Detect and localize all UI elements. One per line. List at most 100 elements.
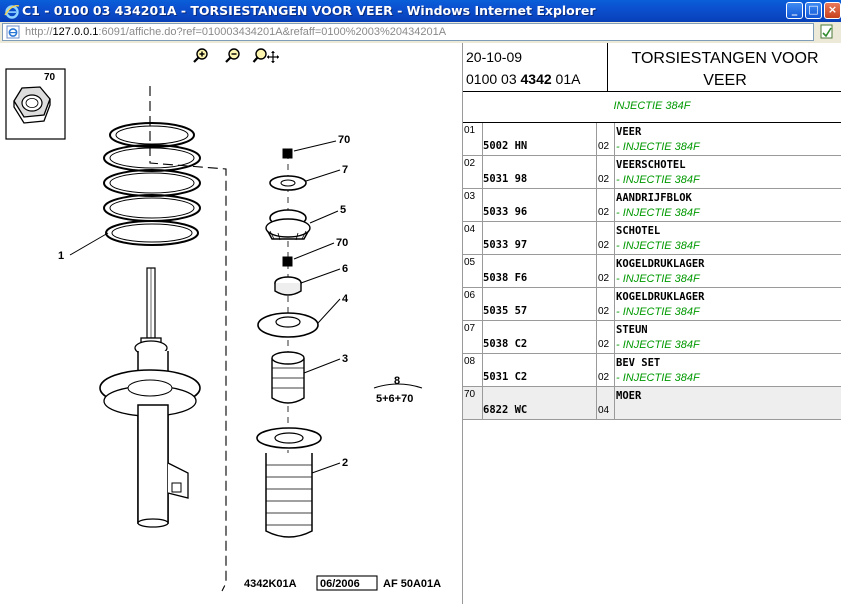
part-name: BEV SET [616, 357, 661, 369]
close-button[interactable]: × [824, 2, 841, 19]
part-name: VEER [616, 126, 642, 138]
row-number: 01 [464, 125, 476, 136]
part-quantity: 02 [598, 240, 610, 251]
table-row[interactable]: 07 5038 C2 02 STEUN - INJECTIE 384F [463, 321, 841, 354]
url-prefix: http:// [25, 26, 53, 38]
address-bar: http://127.0.0.1:6091/affiche.do?ref=010… [0, 22, 841, 44]
part-reference[interactable]: 5002 HN [483, 140, 528, 152]
zoom-in-icon[interactable] [192, 47, 210, 65]
ref-prefix: 0100 03 [466, 71, 517, 87]
row-number: 02 [464, 158, 476, 169]
part-note: - INJECTIE 384F [616, 141, 700, 153]
ref-bold: 4342 [520, 71, 552, 87]
part-name: KOGELDRUKLAGER [616, 258, 705, 270]
callout-70-a[interactable]: 70 [338, 134, 350, 146]
part-reference[interactable]: 5035 57 [483, 305, 528, 317]
subheader: INJECTIE 384F [463, 92, 841, 123]
part-note: - INJECTIE 384F [616, 372, 700, 384]
maximize-icon: □ [808, 3, 819, 16]
part-name: STEUN [616, 324, 648, 336]
row-number: 04 [464, 224, 476, 235]
callout-70-b[interactable]: 70 [336, 237, 348, 249]
header-reference: 0100 03 4342 01A [466, 71, 580, 87]
part-note: - INJECTIE 384F [616, 207, 700, 219]
part-quantity: 02 [598, 339, 610, 350]
table-row[interactable]: 70 6822 WC 04 MOER [463, 387, 841, 420]
nut-inset: 70 [5, 68, 66, 140]
row-number: 08 [464, 356, 476, 367]
shock-absorber-drawing [99, 267, 201, 528]
row-number: 70 [464, 389, 476, 400]
window-title-bar[interactable]: C1 - 0100 03 434201A - TORSIESTANGEN VOO… [0, 0, 841, 22]
address-url[interactable]: http://127.0.0.1:6091/affiche.do?ref=010… [25, 25, 446, 39]
row-number: 03 [464, 191, 476, 202]
table-row[interactable]: 08 5031 C2 02 BEV SET- INJECTIE 384F [463, 354, 841, 387]
table-row[interactable]: 04 5033 97 02 SCHOTEL - INJECTIE 384F [463, 222, 841, 255]
part-quantity: 02 [598, 141, 610, 152]
callout-3[interactable]: 3 [342, 353, 348, 365]
callout-2[interactable]: 2 [342, 457, 348, 469]
exploded-view-drawing: 70 [5, 68, 441, 592]
callout-inset-70: 70 [44, 72, 56, 83]
parts-table: 01 5002 HN 02 VEER - INJECTIE 384F 02 503… [463, 123, 841, 420]
table-row[interactable]: 02 5031 98 02 VEERSCHOTEL- INJECTIE 384F [463, 156, 841, 189]
drawing-date: 06/2006 [320, 578, 360, 590]
part-name: AANDRIJFBLOK [616, 192, 692, 204]
address-field[interactable]: http://127.0.0.1:6091/affiche.do?ref=010… [2, 23, 814, 41]
table-row[interactable]: 06 5035 57 02 KOGELDRUKLAGER - INJECTIE 3… [463, 288, 841, 321]
subheader-text: INJECTIE 384F [613, 100, 691, 112]
table-row[interactable]: 01 5002 HN 02 VEER - INJECTIE 384F [463, 123, 841, 156]
kit-callout-number[interactable]: 8 [394, 375, 400, 387]
part-reference[interactable]: 5031 C2 [483, 371, 528, 383]
part-note: - INJECTIE 384F [616, 339, 700, 351]
url-host: 127.0.0.1 [52, 26, 99, 38]
drawing-code: 4342K01A [244, 578, 297, 590]
callout-1[interactable]: 1 [58, 250, 64, 262]
row-number: 06 [464, 290, 476, 301]
header-date: 20-10-09 [466, 49, 523, 65]
part-note: - INJECTIE 384F [616, 273, 700, 285]
part-reference[interactable]: 5038 C2 [483, 338, 528, 350]
callout-4[interactable]: 4 [342, 293, 349, 305]
zoom-out-icon[interactable] [224, 47, 242, 65]
part-reference[interactable]: 5031 98 [483, 173, 528, 185]
part-quantity: 02 [598, 174, 610, 185]
part-reference[interactable]: 5038 F6 [483, 272, 528, 284]
exploded-view-panel: 70 [0, 43, 463, 604]
part-note: - INJECTIE 384F [616, 240, 700, 252]
header-divider [607, 43, 608, 91]
callout-7[interactable]: 7 [342, 164, 348, 176]
parts-stack-drawing [256, 148, 322, 538]
table-row[interactable]: 05 5038 F6 02 KOGELDRUKLAGER - INJECTIE 3… [463, 255, 841, 288]
close-icon: × [827, 3, 838, 16]
compatibility-icon[interactable] [820, 24, 834, 40]
part-name: SCHOTEL [616, 225, 661, 237]
part-quantity: 02 [598, 273, 610, 284]
part-quantity: 04 [598, 405, 610, 416]
part-reference[interactable]: 5033 97 [483, 239, 528, 251]
minimize-button[interactable]: _ [786, 2, 803, 19]
part-reference[interactable]: 6822 WC [483, 404, 528, 416]
ie-logo-icon [4, 5, 20, 19]
part-quantity: 02 [598, 207, 610, 218]
page-title: TORSIESTANGEN VOOR VEER [631, 50, 819, 89]
callout-6[interactable]: 6 [342, 263, 348, 275]
ref-suffix: 01A [555, 71, 581, 87]
callout-5[interactable]: 5 [340, 204, 346, 216]
part-reference[interactable]: 5033 96 [483, 206, 528, 218]
url-rest: :6091/affiche.do?ref=010003434201A&refaf… [98, 26, 447, 38]
maximize-button[interactable]: □ [805, 2, 822, 19]
parts-header: 20-10-09 0100 03 4342 01A TORSIESTANGEN … [463, 43, 841, 92]
part-quantity: 02 [598, 306, 610, 317]
parts-list-panel: 20-10-09 0100 03 4342 01A TORSIESTANGEN … [463, 43, 841, 604]
drawing-ref: AF 50A01A [383, 578, 441, 590]
spring-drawing [103, 122, 201, 246]
part-note: - INJECTIE 384F [616, 306, 700, 318]
table-row[interactable]: 03 5033 96 02 AANDRIJFBLOK - INJECTIE 384… [463, 189, 841, 222]
window-title: C1 - 0100 03 434201A - TORSIESTANGEN VOO… [22, 3, 596, 18]
row-number: 05 [464, 257, 476, 268]
kit-callout-formula: 5+6+70 [376, 393, 413, 405]
row-number: 07 [464, 323, 476, 334]
zoom-pan-icon[interactable] [252, 47, 280, 65]
part-name: KOGELDRUKLAGER [616, 291, 705, 303]
